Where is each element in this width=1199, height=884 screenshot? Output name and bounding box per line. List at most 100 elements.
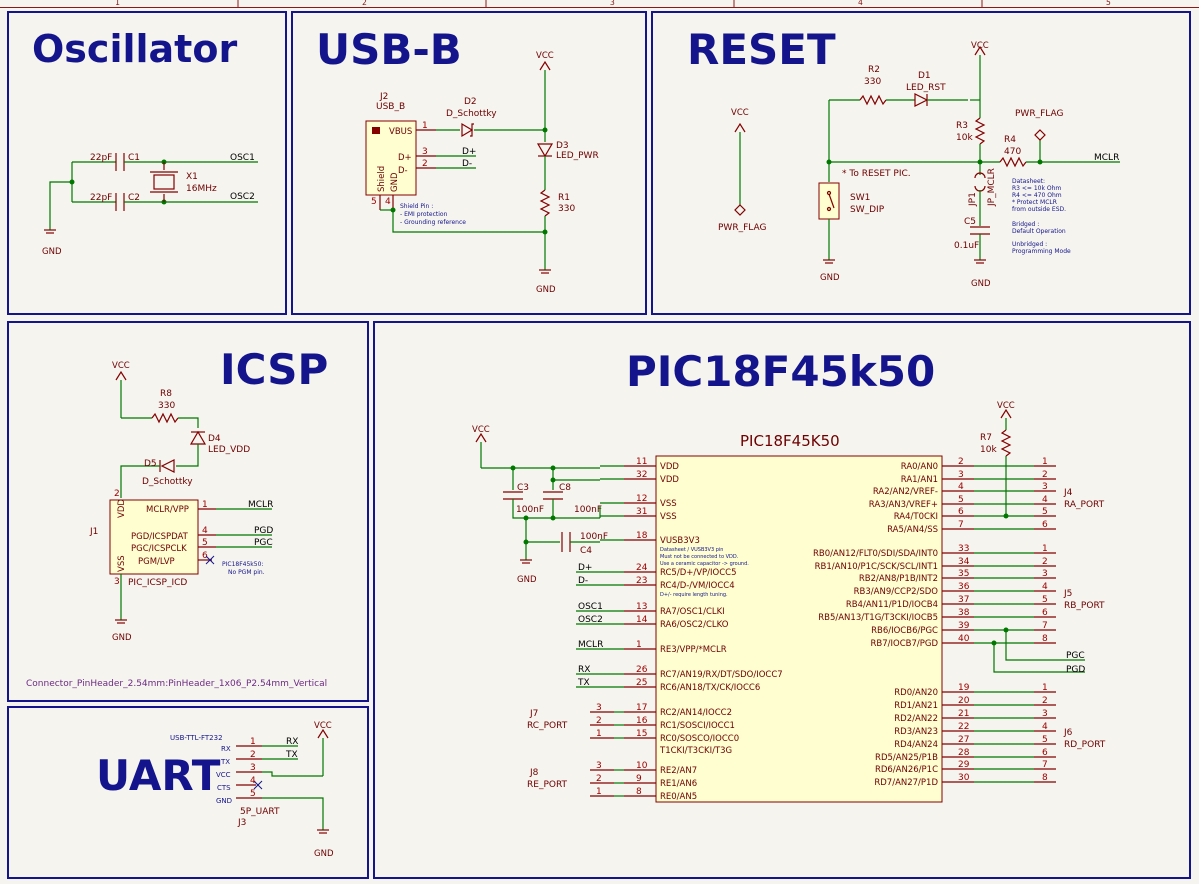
r3-ref: R3 [956,121,968,131]
x1-ref: X1 [186,172,198,182]
connector-pin-number: 8 [1042,773,1048,783]
reset-ds: R4 <= 470 Ohm [1012,192,1062,199]
connector-pin-number: 6 [1042,748,1048,758]
icsp-pinnum: 2 [114,489,120,499]
usb-note: - Grounding reference [400,219,466,226]
icsp-pinnum: 5 [202,538,208,548]
reset-ds: Unbridged : [1012,241,1047,248]
c5-ref: C5 [964,217,976,227]
j8-value: RE_PORT [527,780,568,790]
r7-value: 10k [980,445,997,455]
uart-circuit: USB-TTL-FT232 VCC 1 2 3 4 5 RX TX VCC CT… [170,721,334,859]
icsp-pin6: PGM/LVP [138,557,175,567]
pic-pin-name: T1CKI/T3CKI/T3G [659,746,732,756]
usb-icon [372,127,380,134]
usb-vcc: VCC [536,51,554,61]
uart-ref: J3 [237,818,246,828]
pic-pin-name: RC4/D-/VM/IOCC4 [660,581,735,591]
icsp-pinnum: 3 [114,577,120,587]
oscillator-circuit: 22pF C1 22pF C2 X1 16MHz OSC1 OSC2 GND [42,153,258,257]
pic-pin-number: 15 [636,729,647,739]
ruler-mark: 3 [610,0,615,7]
j6-ref: J6 [1063,728,1073,738]
pic-pin-name: RC6/AN18/TX/CK/IOCC6 [660,683,760,693]
ruler-mark: 5 [1106,0,1111,7]
pic-chip [655,455,943,803]
pic-pin-number: 34 [958,557,970,567]
c4-ref: C4 [580,546,592,556]
icsp-note: No PGM pin. [228,569,265,576]
uart-pin-label: GND [216,797,232,805]
uart-vcc: VCC [314,721,332,731]
connector-pin-number: 2 [1042,470,1048,480]
icsp-circuit: VCC R8 330 D4 LED_VDD D5 D_Schottky J1 V… [26,361,327,689]
usb-note: Shield Pin : [400,203,433,210]
pic-pin-name: RA7/OSC1/CLKI [660,607,725,617]
pic-pin-number: 16 [636,716,648,726]
icsp-mclr-net: MCLR [248,500,273,510]
pic-pin-name: RB5/AN13/T1G/T3CKI/IOCB5 [818,613,938,623]
reset-circuit: VCC PWR_FLAG VCC R2 330 D1 LED_RST R3 10… [718,41,1120,289]
pic-pin-name: RB1/AN10/P1C/SCK/SCL/INT1 [815,562,938,572]
r4-ref: R4 [1004,135,1016,145]
pic-pin-number: 32 [636,470,647,480]
pic-pin-name: VSS [660,512,677,522]
usb-pinnum: 5 [371,197,377,207]
connector-pin-number: 5 [1042,595,1048,605]
pic-pin-name: RE3/VPP/*MCLR [660,645,727,655]
ruler-mark: 1 [115,0,120,7]
usb-pin-dp: D+ [398,153,412,163]
uart-pin-label: TX [220,758,230,766]
uart-pin-label: CTS [217,784,231,792]
pic-pin-name: RB3/AN9/CCP2/SDO [854,587,939,597]
reset-gnd1: GND [820,273,840,283]
r1-value: 330 [558,204,575,214]
ruler-mark: 2 [362,0,367,7]
reset-pwrflag1: PWR_FLAG [718,223,766,233]
pic-pin-name: VDD [660,475,679,485]
pic-vcc2: VCC [997,401,1015,411]
pic-pin-name: RA0/AN0 [901,462,938,472]
c5-value: 0.1uF [954,241,979,251]
pic-pin-name: RA5/AN4/SS [887,525,938,535]
reset-ds: Bridged : [1012,221,1039,228]
pic-pin-number: 28 [958,748,970,758]
reset-ds: R3 <= 10k Ohm [1012,185,1061,192]
reset-gnd2: GND [971,279,991,289]
reset-vcc1: VCC [731,108,749,118]
uart-pin-label: RX [221,745,231,753]
j1-ref: J1 [89,527,98,537]
c3-ref: C3 [517,483,529,493]
pic-pin-number: 12 [636,494,647,504]
pic-pin-name: RA1/AN1 [901,475,938,485]
pic-pin-name: RA6/OSC2/CLKO [660,620,729,630]
icsp-pgd-net: PGD [254,526,273,536]
icsp-gnd: GND [112,633,132,643]
usb-pinnum: 3 [422,147,428,157]
usb-pin-dm: D- [398,166,408,176]
c2-value: 22pF [90,193,112,203]
connector-pin-number: 3 [596,761,602,771]
c4-value: 100nF [580,532,608,542]
uart-pinnum: 4 [250,776,256,786]
icsp-note: PIC18F45k50: [222,561,263,568]
pic-pin-number: 36 [958,582,970,592]
j8-ref: J8 [529,768,539,778]
icsp-box [7,321,369,702]
pic-pin-number: 35 [958,569,969,579]
usb-title: USB-B [316,25,462,74]
usb-circuit: J2 USB_B VBUS D+ D- Shield GND 1 3 2 5 4… [365,51,599,295]
r2-ref: R2 [868,65,880,75]
connector-pin-number: 1 [596,787,602,797]
pic-pin-number: 4 [958,482,964,492]
j4-ref: J4 [1063,488,1073,498]
uart-pinnum: 3 [250,763,256,773]
pic-pin-name: VUSB3V3 [660,536,700,546]
connector-pin-number: 8 [1042,634,1048,644]
r2-value: 330 [864,77,881,87]
d5-ref: D5 [144,459,157,469]
usb-pin-gnd: GND [390,172,400,192]
connector-pin-number: 3 [596,703,602,713]
connector-pin-number: 3 [1042,482,1048,492]
uart-title-label: USB-TTL-FT232 [170,734,223,742]
